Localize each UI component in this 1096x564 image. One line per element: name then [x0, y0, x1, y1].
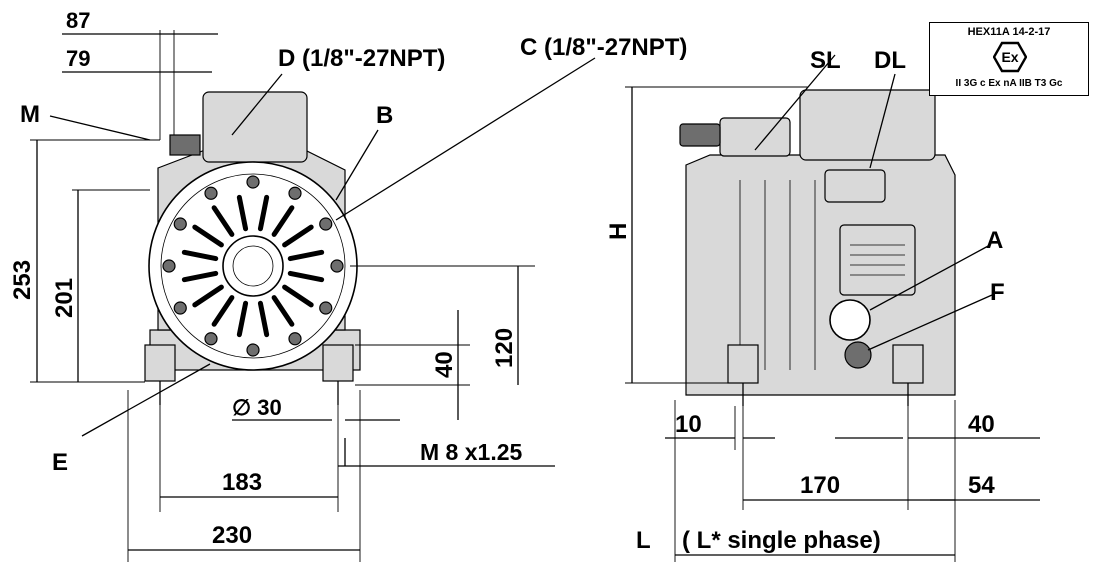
note-single-phase: ( L* single phase) — [682, 527, 881, 554]
flange-bolt — [246, 175, 260, 189]
front-view-compressor-body — [679, 89, 956, 406]
certification-box: HEX11A 14-2-17 Ex II 3G c Ex nA IIB T3 G… — [929, 22, 1089, 96]
flange-rib — [282, 224, 314, 248]
label-h: H — [605, 223, 632, 240]
dim-183: 183 — [222, 469, 262, 496]
dim-170: 170 — [800, 472, 840, 499]
label-a: A — [986, 227, 1003, 254]
dim-thread: M 8 x1.25 — [420, 439, 522, 465]
flange-bolt — [173, 301, 187, 315]
side-view: 87 79 253 201 120 40 ∅ 30 M 8 x1.25 183 … — [9, 8, 687, 562]
certification-code: HEX11A 14-2-17 — [967, 26, 1051, 38]
flange-rib — [192, 224, 224, 248]
dim-diameter: ∅ 30 — [232, 395, 282, 420]
label-d: D (1/8"-27NPT) — [278, 45, 445, 72]
flange-rib — [236, 300, 249, 338]
dim-10: 10 — [675, 411, 702, 438]
dim-87: 87 — [66, 8, 90, 33]
flange-rib — [257, 194, 270, 232]
flange-rib — [282, 284, 314, 308]
flange-bolt — [204, 332, 218, 346]
label-e: E — [52, 449, 68, 476]
side-view-compressor-body — [144, 91, 361, 405]
ex-icon-text: Ex — [1001, 49, 1018, 65]
flange-rib — [211, 205, 235, 237]
flange-rib — [192, 284, 224, 308]
flange-rib — [271, 295, 295, 327]
dim-79: 79 — [66, 46, 90, 71]
dim-l: L — [636, 527, 651, 554]
flange-rib — [271, 205, 295, 237]
flange-rib — [211, 295, 235, 327]
flange-rib — [236, 194, 249, 232]
label-sl: SL — [810, 47, 841, 74]
dim-253: 253 — [9, 260, 36, 300]
dim-54: 54 — [968, 472, 995, 499]
dim-230: 230 — [212, 522, 252, 549]
label-c: C (1/8"-27NPT) — [520, 34, 687, 61]
flange-rib — [257, 300, 270, 338]
flange-rib — [287, 249, 325, 262]
flange-bolt — [204, 186, 218, 200]
flange-bolts — [162, 175, 344, 357]
flange-bolt — [173, 217, 187, 231]
dim-40-side: 40 — [431, 351, 458, 378]
label-m: M — [20, 101, 40, 128]
label-f: F — [990, 279, 1005, 306]
flange-bolt — [288, 186, 302, 200]
flange-bolt — [288, 332, 302, 346]
flange-rib — [181, 270, 219, 283]
dim-201: 201 — [51, 278, 78, 318]
flange-rib — [287, 270, 325, 283]
flange-bolt — [246, 343, 260, 357]
flange-bolt — [162, 259, 176, 273]
certification-marking: II 3G c Ex nA IIB T3 Gc — [955, 78, 1063, 89]
flange-bolt — [319, 301, 333, 315]
flange-bolt — [330, 259, 344, 273]
front-view: H 10 40 170 54 L ( L* single phase) SL — [605, 47, 1040, 562]
flange-rib — [181, 249, 219, 262]
flange-ribs — [181, 194, 325, 338]
label-b: B — [376, 102, 393, 129]
dim-40-front: 40 — [968, 411, 995, 438]
ex-hexagon-icon: Ex — [993, 41, 1027, 73]
dim-120: 120 — [491, 328, 518, 368]
label-dl: DL — [874, 47, 906, 74]
flange-bolt — [319, 217, 333, 231]
